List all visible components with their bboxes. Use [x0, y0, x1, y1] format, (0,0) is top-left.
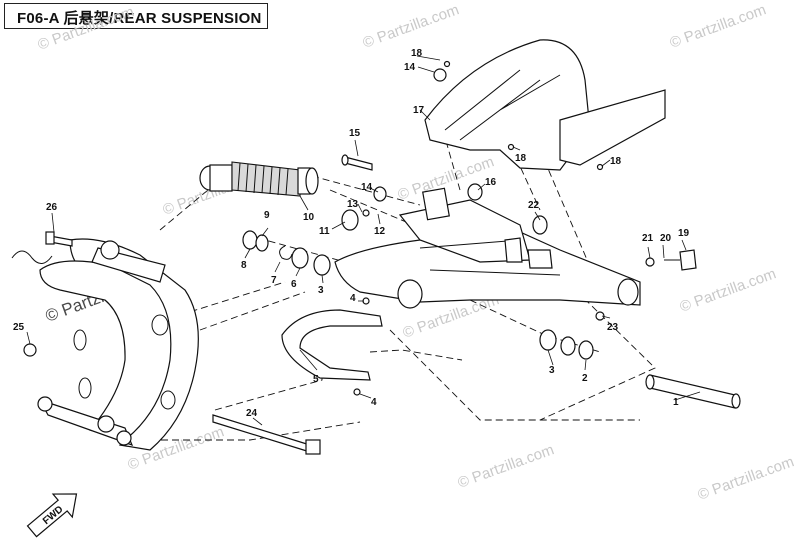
callout-13: 13: [347, 199, 359, 210]
callout-18: 18: [411, 48, 423, 59]
callout-2: 2: [582, 373, 588, 384]
callout-3: 3: [549, 365, 555, 376]
watermark: © Partzilla.com: [668, 1, 769, 52]
chain-guard: [281, 309, 383, 381]
callout-24: 24: [246, 408, 258, 419]
callout-11: 11: [319, 226, 330, 237]
callout-4: 4: [371, 397, 377, 408]
callout-14: 14: [361, 182, 373, 193]
callout-16: 16: [485, 177, 497, 188]
callout-3: 3: [318, 285, 324, 296]
watermark: © Partzilla.com: [361, 1, 462, 52]
diagram-title: F06-A 后悬架/REAR SUSPENSION: [17, 10, 262, 27]
callout-7: 7: [271, 275, 277, 286]
callout-18: 18: [610, 156, 622, 167]
swingarm: [334, 187, 641, 309]
callout-18: 18: [515, 153, 527, 164]
rear-shock-absorber: [199, 161, 319, 197]
callout-6: 6: [291, 279, 297, 290]
pins-and-axles: [45, 154, 741, 455]
leader-lines: [26, 55, 701, 426]
callout-15: 15: [349, 128, 361, 139]
watermark: © Partzilla.com: [696, 453, 797, 504]
callout-8: 8: [241, 260, 247, 271]
callout-9: 9: [264, 210, 270, 221]
callout-17: 17: [413, 105, 425, 116]
rear-fender: [424, 39, 666, 171]
watermark: © Partzilla.com: [456, 441, 557, 492]
callout-20: 20: [660, 233, 672, 244]
callout-19: 19: [678, 228, 690, 239]
callout-23: 23: [607, 322, 619, 333]
callout-4: 4: [350, 293, 356, 304]
fwd-arrow: FWD: [26, 493, 78, 538]
callout-5: 5: [313, 374, 319, 385]
watermark: © Partzilla.com: [36, 3, 137, 54]
callout-25: 25: [13, 322, 25, 333]
callout-14: 14: [404, 62, 416, 73]
title-box: F06-A 后悬架/REAR SUSPENSION: [4, 3, 268, 29]
watermark: © Partzilla.com: [678, 265, 779, 316]
callout-10: 10: [303, 212, 315, 223]
small-hardware: [23, 60, 697, 396]
frame-section: [11, 238, 199, 451]
callout-12: 12: [374, 226, 386, 237]
callout-labels: 1 2 3 3 4 4 5 6 7 8 9 10 11 12 13 14 14 …: [13, 48, 690, 419]
callout-21: 21: [642, 233, 654, 244]
callout-22: 22: [528, 200, 540, 211]
callout-1: 1: [673, 397, 679, 408]
callout-26: 26: [46, 202, 58, 213]
